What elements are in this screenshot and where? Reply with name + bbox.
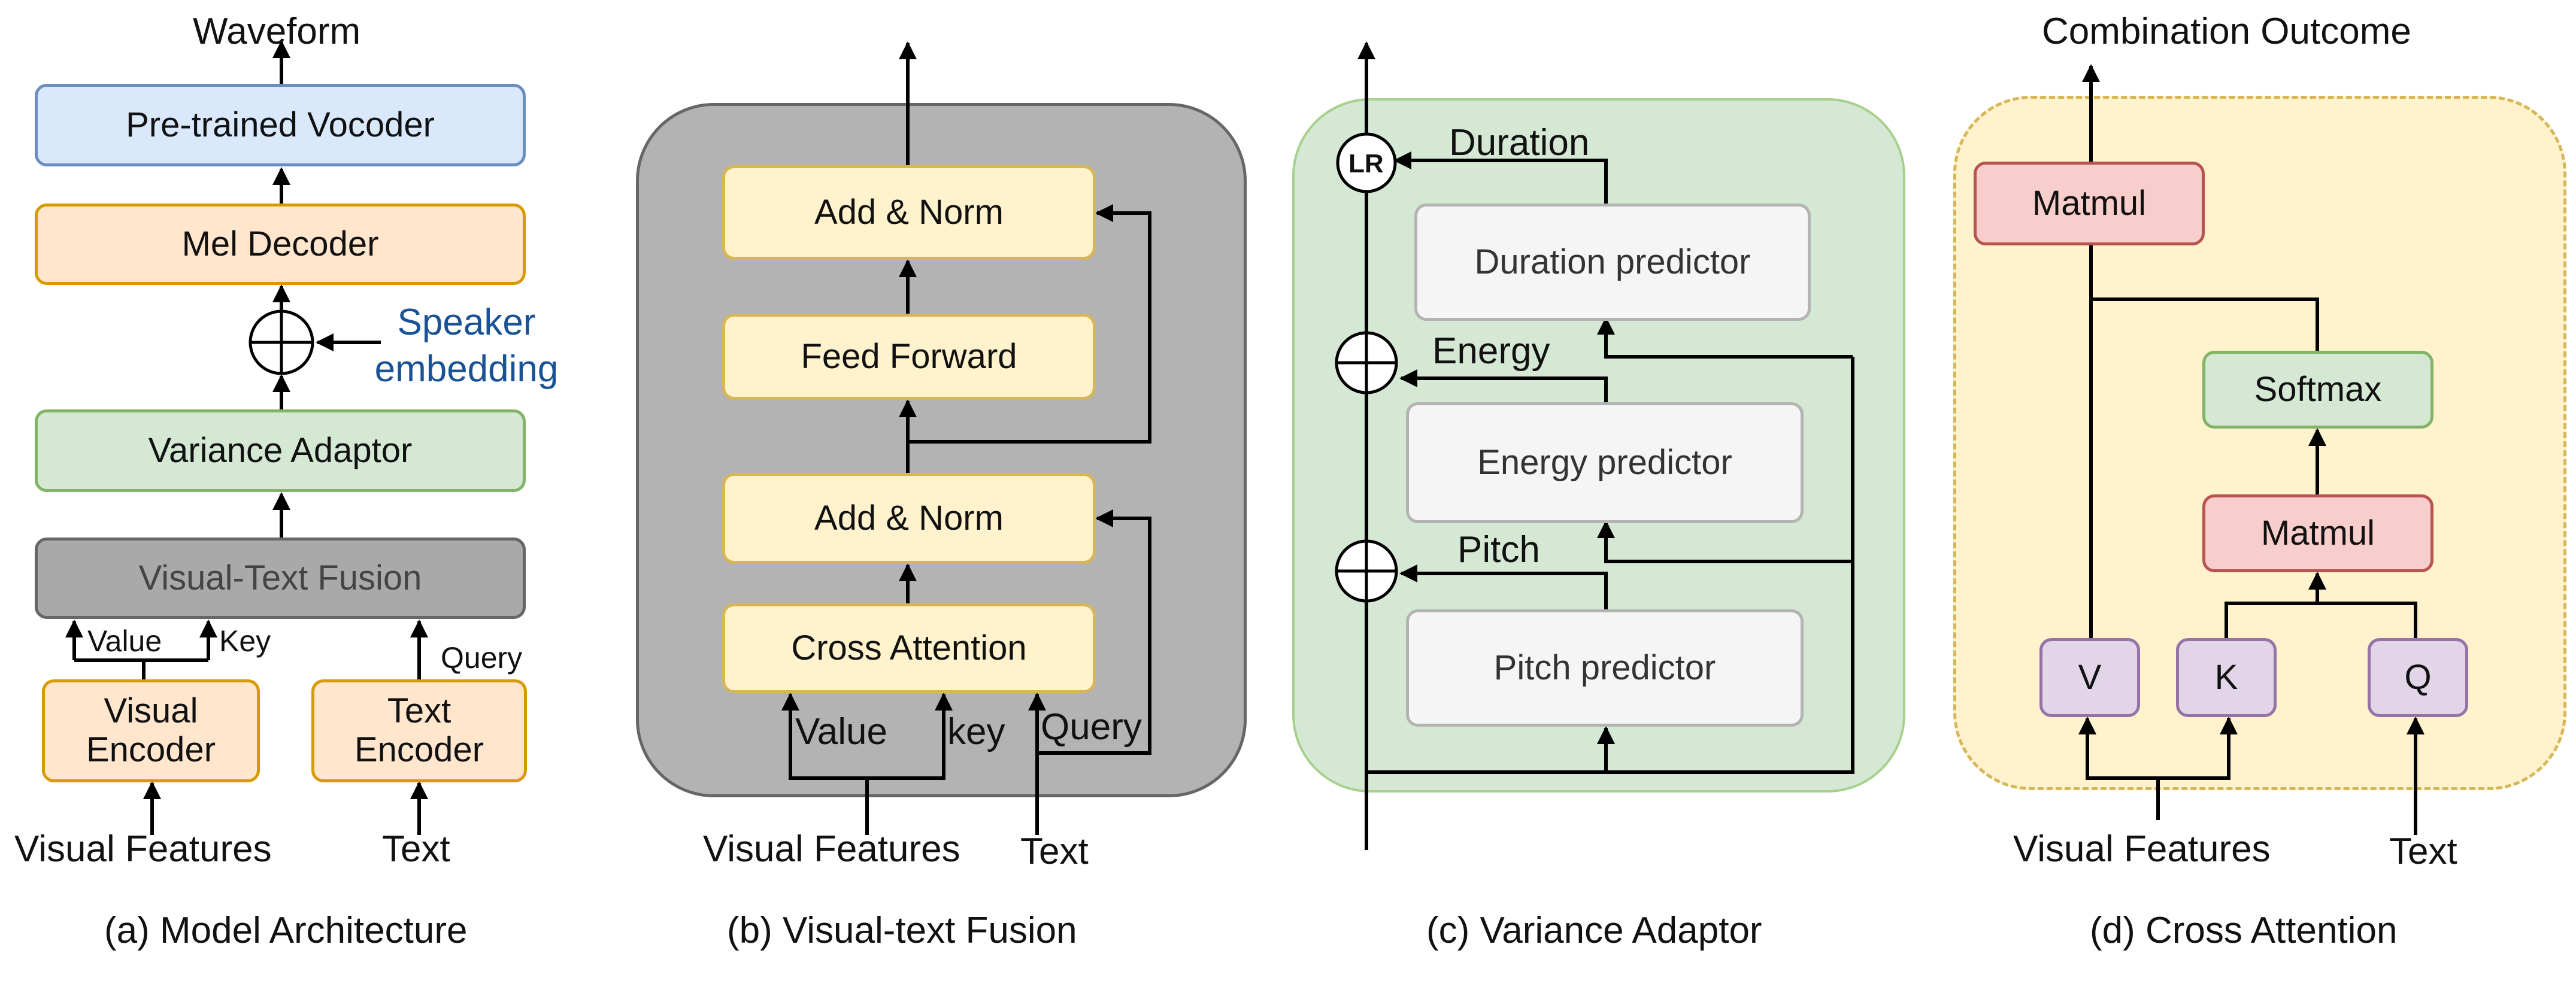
speaker-embedding-label: Speaker embedding (368, 299, 565, 392)
matmul-bottom-box: Matmul (2202, 494, 2433, 572)
key-arrow (867, 693, 953, 780)
caption-a: (a) Model Architecture (104, 910, 468, 951)
feed-forward-box: Feed Forward (722, 314, 1096, 400)
cross-attention-box: Cross Attention (722, 603, 1096, 693)
bus-to-duration (1597, 317, 1853, 359)
energy-to-sum (1399, 369, 1608, 402)
text-input-d: Text (2389, 831, 2457, 872)
duration-predictor-box: Duration predictor (1414, 204, 1811, 321)
energy-predictor-box: Energy predictor (1406, 402, 1804, 523)
lr-circle (1336, 132, 1397, 193)
key-label-b: key (947, 711, 1005, 752)
text-input-b: Text (1020, 831, 1089, 872)
mel-decoder-box: Mel Decoder (35, 204, 526, 285)
combination-outcome-label: Combination Outcome (2042, 11, 2411, 52)
text-input-a: Text (382, 828, 450, 870)
query-label-b: Query (1041, 706, 1142, 748)
visual-to-k (2158, 716, 2238, 780)
text-encoder-line2: Encoder (354, 730, 484, 769)
duration-to-lr (1393, 151, 1608, 204)
add-norm-bottom-box: Add & Norm (722, 473, 1096, 564)
energy-label: Energy (1432, 330, 1550, 372)
visual-fork-d (2078, 716, 2160, 820)
visual-features-input-a: Visual Features (14, 828, 272, 870)
visual-encoder-box: Visual Encoder (42, 679, 260, 782)
lr-label: LR (1348, 149, 1384, 178)
visual-encoder-line1: Visual (104, 691, 198, 731)
speaker-label-line2: embedding (374, 348, 559, 390)
softmax-box: Softmax (2202, 351, 2433, 429)
value-label-a: Value (87, 624, 162, 658)
variance-adaptor-box: Variance Adaptor (35, 409, 526, 492)
residual-top (908, 204, 1151, 444)
visual-text-fusion-box: Visual-Text Fusion (35, 538, 526, 619)
add-norm-top-box: Add & Norm (722, 165, 1096, 260)
waveform-label: Waveform (193, 11, 361, 52)
bus-to-energy (1597, 520, 1853, 563)
softmax-to-matmul (2091, 297, 2319, 351)
value-key-fork (781, 693, 869, 835)
pitch-to-sum (1399, 564, 1608, 609)
matmul-top-box: Matmul (1974, 162, 2205, 245)
visual-encoder-line2: Encoder (86, 730, 216, 769)
visual-features-input-b: Visual Features (703, 828, 960, 870)
q-box: Q (2368, 638, 2468, 717)
k-box: K (2176, 638, 2277, 717)
query-label-a: Query (441, 641, 523, 675)
residual-bottom (1037, 509, 1151, 755)
vocoder-box: Pre-trained Vocoder (35, 84, 526, 166)
duration-label: Duration (1449, 122, 1590, 163)
value-label-b: Value (795, 711, 887, 752)
bus-c (1366, 357, 1854, 774)
text-encoder-box: Text Encoder (311, 679, 527, 782)
text-encoder-line1: Text (387, 691, 451, 731)
v-box: V (2039, 638, 2140, 717)
kq-join (2225, 602, 2417, 638)
caption-d: (d) Cross Attention (2090, 910, 2398, 951)
speaker-label-line1: Speaker (397, 302, 536, 343)
caption-b: (b) Visual-text Fusion (727, 910, 1077, 951)
caption-c: (c) Variance Adaptor (1426, 910, 1762, 951)
key-label-a: Key (219, 624, 271, 658)
pitch-predictor-box: Pitch predictor (1406, 609, 1804, 727)
pitch-label: Pitch (1457, 529, 1540, 570)
visual-features-input-d: Visual Features (2013, 828, 2271, 870)
